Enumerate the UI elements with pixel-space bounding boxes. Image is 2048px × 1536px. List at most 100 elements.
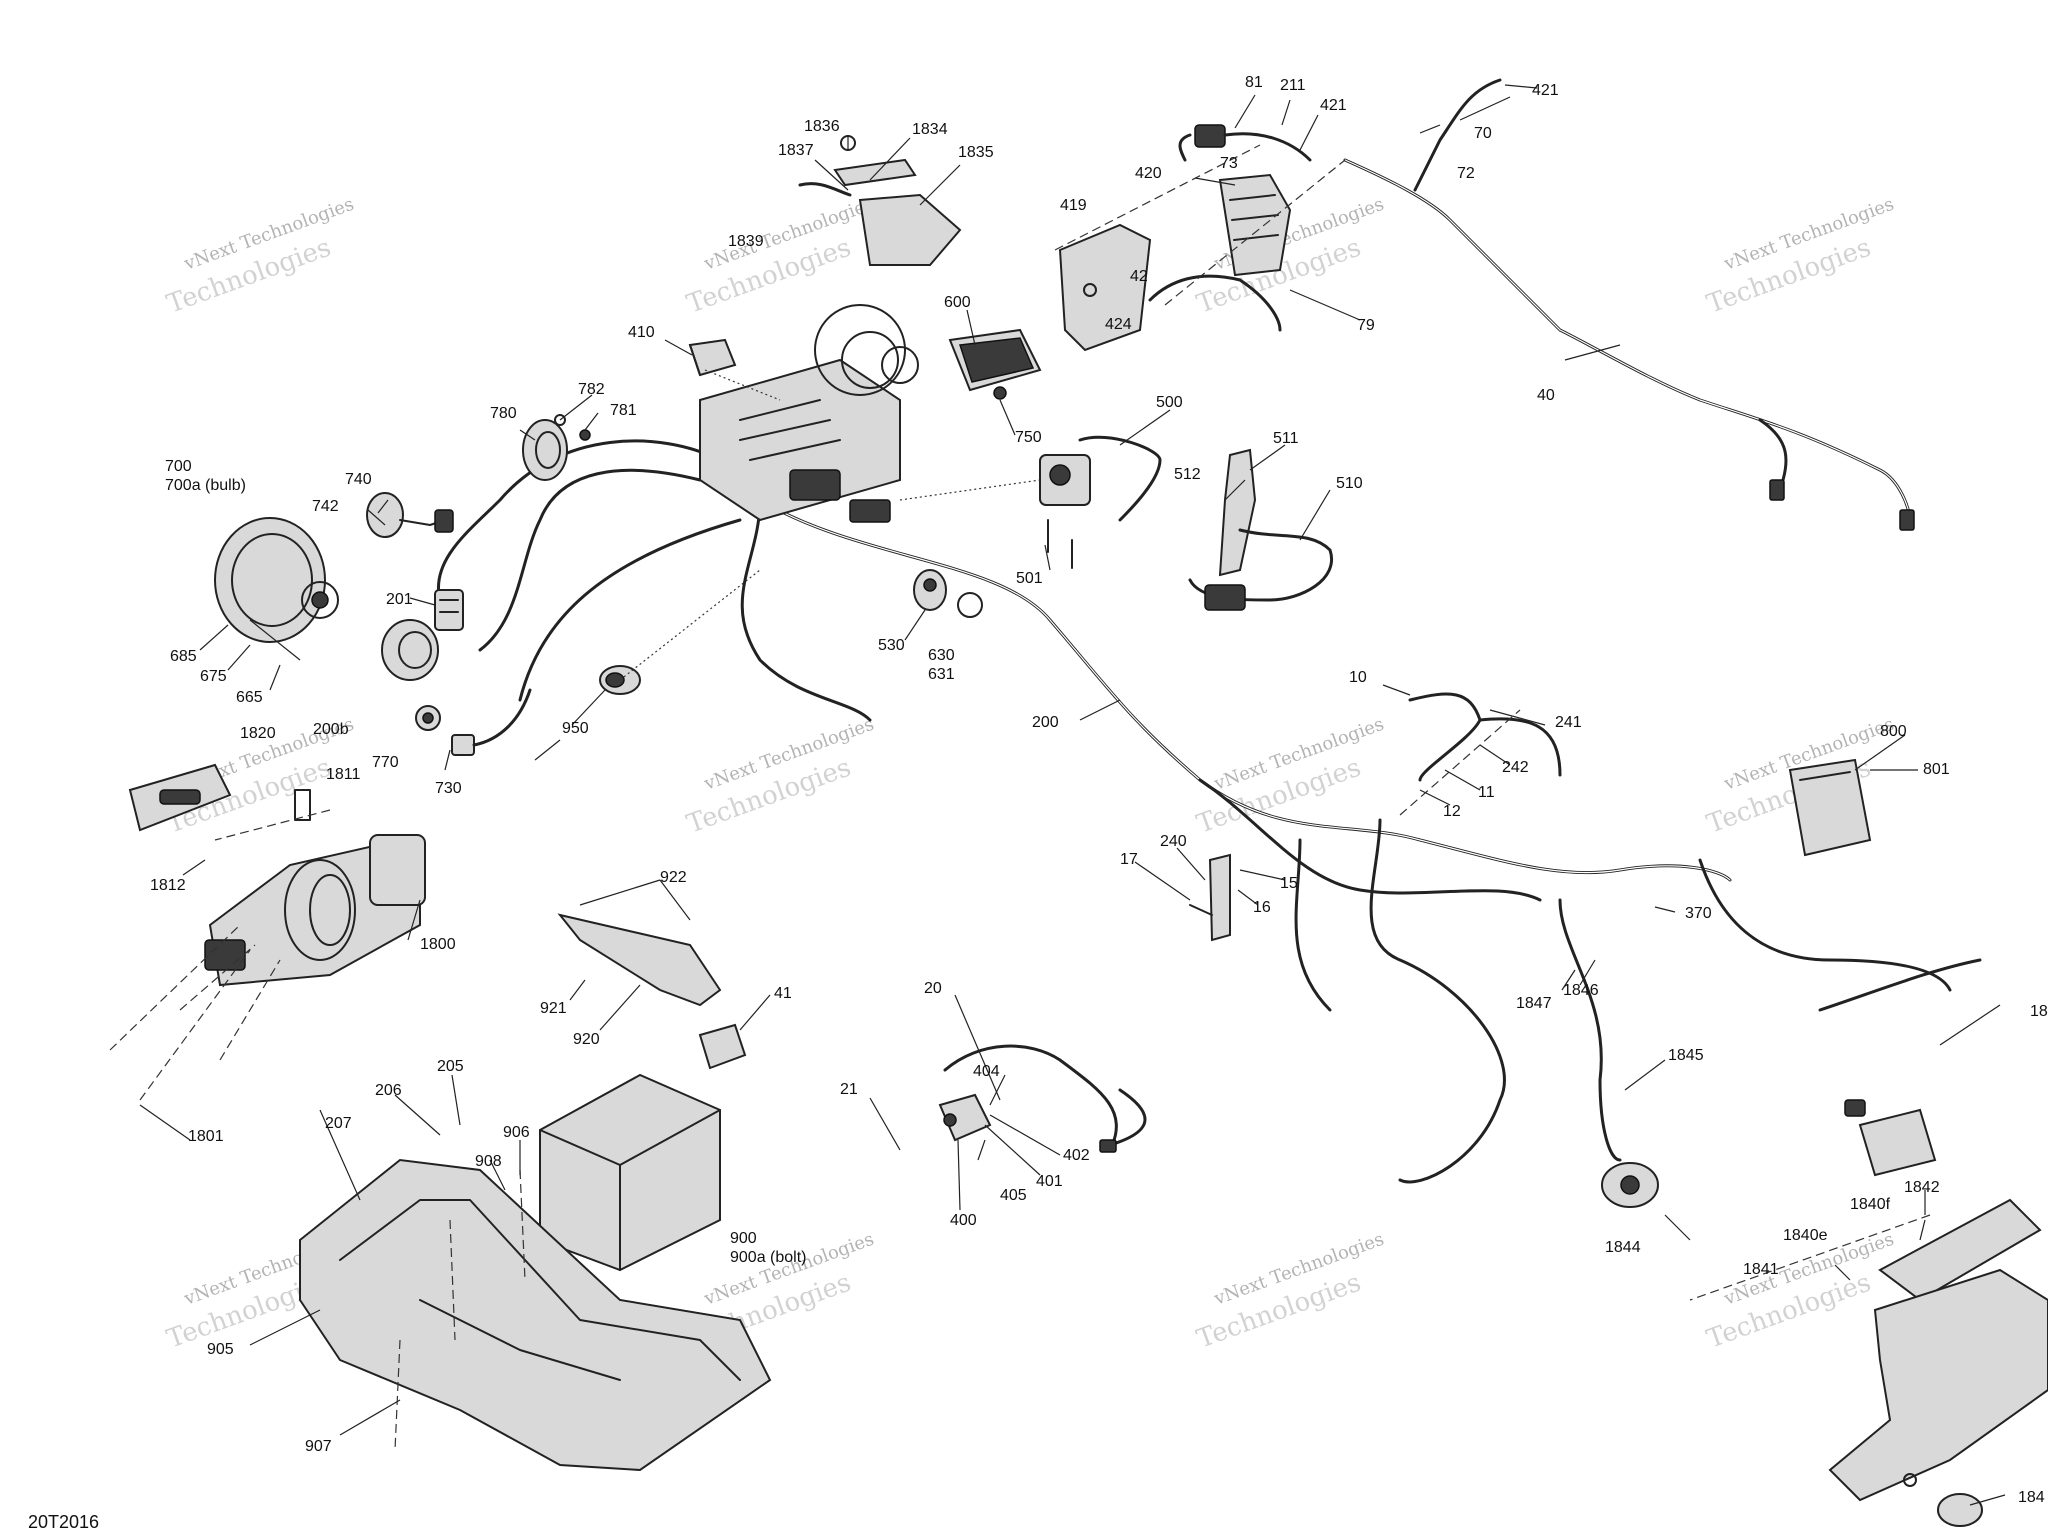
callout-700: 700 bbox=[165, 458, 192, 475]
callout-10: 10 bbox=[1349, 669, 1367, 686]
part-530-sensor bbox=[913, 569, 947, 611]
callout-421b: 421 bbox=[1532, 82, 1559, 99]
callout-530: 530 bbox=[878, 637, 905, 654]
callout-405: 405 bbox=[1000, 1187, 1027, 1204]
callout-900a: 900a (bolt) bbox=[730, 1249, 807, 1266]
callout-900: 900 bbox=[730, 1230, 757, 1247]
callout-402: 402 bbox=[1063, 1147, 1090, 1164]
watermark: vNext Technologies Technologies bbox=[163, 194, 357, 320]
callout-1836: 1836 bbox=[804, 118, 840, 135]
callout-1846: 1846 bbox=[1563, 982, 1599, 999]
watermark: vNext Technologies Technologies bbox=[683, 194, 877, 320]
callout-81: 81 bbox=[1245, 74, 1263, 91]
callout-600: 600 bbox=[944, 294, 971, 311]
watermark: vNext Technologies Technologies bbox=[1193, 1229, 1387, 1355]
assembly-lines bbox=[109, 144, 1931, 1451]
callout-1812: 1812 bbox=[150, 877, 186, 894]
callout-1835: 1835 bbox=[958, 144, 994, 161]
watermark: vNext Technologies Technologies bbox=[1703, 194, 1897, 320]
callout-510: 510 bbox=[1336, 475, 1363, 492]
callout-780: 780 bbox=[490, 405, 517, 422]
callout-207: 207 bbox=[325, 1115, 352, 1132]
callout-665: 665 bbox=[236, 689, 263, 706]
callout-1839: 1839 bbox=[728, 233, 764, 250]
part-630-ring bbox=[957, 592, 983, 618]
callout-1834: 1834 bbox=[912, 121, 948, 138]
callout-424: 424 bbox=[1105, 316, 1132, 333]
callout-905: 905 bbox=[207, 1341, 234, 1358]
callout-18: 18 bbox=[2030, 1003, 2048, 1020]
part-10-wire bbox=[1408, 692, 1562, 782]
callout-184: 184 bbox=[2018, 1489, 2045, 1506]
part-1840-bracket bbox=[1828, 1198, 2048, 1502]
callout-907: 907 bbox=[305, 1438, 332, 1455]
watermark: vNext Technologies Technologies bbox=[1193, 194, 1387, 320]
part-410-relay bbox=[688, 338, 737, 377]
callout-770: 770 bbox=[372, 754, 399, 771]
callout-12: 12 bbox=[1443, 803, 1461, 820]
part-920-bracket bbox=[557, 913, 722, 1007]
part-400-solenoid bbox=[938, 1093, 992, 1142]
part-240-bracket bbox=[1189, 853, 1231, 942]
callout-630: 630 bbox=[928, 647, 955, 664]
callout-15: 15 bbox=[1280, 875, 1298, 892]
callout-70: 70 bbox=[1474, 125, 1492, 142]
callout-1844: 1844 bbox=[1605, 1239, 1641, 1256]
callout-1840f: 1840f bbox=[1850, 1196, 1891, 1213]
part-420-module bbox=[1218, 173, 1292, 277]
callout-800: 800 bbox=[1880, 723, 1907, 740]
part-1845-sensor bbox=[1601, 1162, 1659, 1208]
callout-241: 241 bbox=[1555, 714, 1582, 731]
part-419-bracket bbox=[1058, 223, 1152, 352]
callout-1811: 1811 bbox=[326, 766, 361, 783]
part-780-horn bbox=[522, 414, 591, 481]
part-184-cap bbox=[1937, 1493, 1983, 1527]
callout-201: 201 bbox=[386, 591, 413, 608]
callout-205: 205 bbox=[437, 1058, 464, 1075]
callout-400: 400 bbox=[950, 1212, 977, 1229]
callout-700a: 700a (bulb) bbox=[165, 477, 246, 494]
leader-lines bbox=[139, 84, 2006, 1506]
callout-1841: 1841 bbox=[1743, 1261, 1779, 1278]
callout-labels: 1836 1834 1837 1835 1839 81 211 421 421 … bbox=[150, 74, 2048, 1506]
callout-740: 740 bbox=[345, 471, 372, 488]
part-40-harness bbox=[1343, 158, 1915, 531]
part-1835-module bbox=[798, 135, 962, 266]
part-500-solenoid bbox=[1039, 435, 1162, 522]
callout-240: 240 bbox=[1160, 833, 1187, 850]
callout-1837: 1837 bbox=[778, 142, 814, 159]
callout-500: 500 bbox=[1156, 394, 1183, 411]
part-800-module bbox=[1788, 758, 1872, 857]
callout-79: 79 bbox=[1357, 317, 1375, 334]
part-79-wire bbox=[1148, 274, 1282, 332]
part-1820-fairlead bbox=[128, 763, 311, 832]
callout-1842: 1842 bbox=[1904, 1179, 1940, 1196]
central-ecu-assembly bbox=[699, 304, 919, 523]
callout-750: 750 bbox=[1015, 429, 1042, 446]
part-510-wire bbox=[1188, 528, 1334, 611]
callout-730: 730 bbox=[435, 780, 462, 797]
part-501-bolts bbox=[1047, 519, 1073, 569]
callout-242: 242 bbox=[1502, 759, 1529, 776]
callout-1801: 1801 bbox=[188, 1128, 224, 1145]
callout-1820: 1820 bbox=[240, 725, 276, 742]
callout-685: 685 bbox=[170, 648, 197, 665]
callout-782: 782 bbox=[578, 381, 605, 398]
callout-1845: 1845 bbox=[1668, 1047, 1704, 1064]
part-600-fuse-box bbox=[948, 328, 1042, 400]
part-20-cable bbox=[943, 1044, 1147, 1153]
callout-21: 21 bbox=[840, 1081, 858, 1098]
callout-401: 401 bbox=[1036, 1173, 1063, 1190]
callout-206: 206 bbox=[375, 1082, 402, 1099]
callout-906: 906 bbox=[503, 1124, 530, 1141]
callout-922: 922 bbox=[660, 869, 687, 886]
callout-1847: 1847 bbox=[1516, 995, 1552, 1012]
callout-211: 211 bbox=[1280, 77, 1306, 94]
part-1800-winch bbox=[204, 834, 426, 987]
part-41-cover bbox=[698, 1023, 747, 1070]
part-770-bulb bbox=[415, 705, 441, 731]
callout-41: 41 bbox=[774, 985, 792, 1002]
callout-742: 742 bbox=[312, 498, 339, 515]
callout-801: 801 bbox=[1923, 761, 1950, 778]
